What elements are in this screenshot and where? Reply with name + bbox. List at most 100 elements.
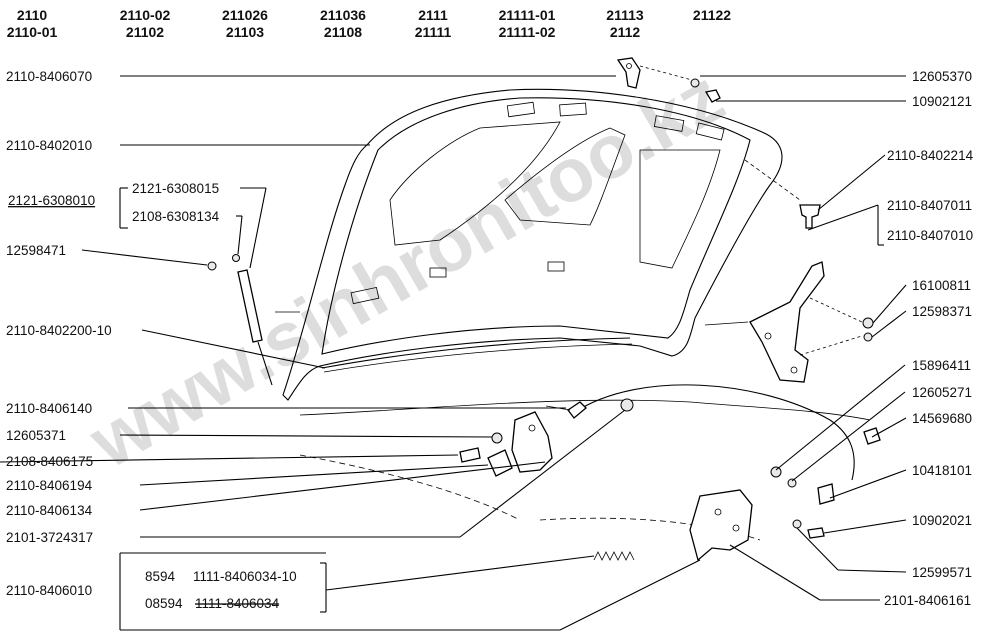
label-2121-6308010: 2121-6308010 [8, 193, 95, 208]
latch-group: 8594 1111-8406034-10 08594 1111-8406034 [145, 569, 297, 611]
model-6-line1: 21111-01 [499, 7, 556, 23]
release-cable [574, 384, 855, 481]
bracket-hole-2 [790, 366, 798, 374]
model-header: 2110 2110-01 2110-02 21102 211026 21103 … [7, 7, 732, 40]
arrow-nut-2 [799, 335, 863, 356]
label-10418101: 10418101 [912, 463, 972, 478]
cable-grommet-2101-3724317 [620, 398, 634, 412]
label-2110-8402200-10: 2110-8402200-10 [6, 323, 112, 338]
label-2108-6308134: 2108-6308134 [132, 209, 220, 224]
leader-2108-8406175 [0, 454, 459, 463]
label-12598471: 12598471 [6, 243, 66, 258]
label-2110-8402214: 2110-8402214 [887, 148, 974, 163]
bolt-10902021 [807, 527, 825, 539]
prop-rod-bracket [749, 261, 825, 383]
hinge-hole [626, 63, 632, 69]
label-10902121: 10902121 [912, 94, 972, 109]
rubber-bump-stop [799, 204, 821, 229]
pivot-bolt-2108-8406175 [459, 447, 481, 463]
release-handle [511, 411, 553, 473]
model-1-line1: 2110 [17, 7, 48, 23]
hood-vent-slot-2 [559, 102, 587, 117]
leader-12605371 [119, 434, 493, 438]
lock-bracket-10418101 [817, 483, 835, 505]
label-2110-8406134: 2110-8406134 [6, 503, 93, 518]
right-part-labels: 12605370 10902121 2110-8402214 2110-8407… [884, 69, 974, 608]
label-2108-8406175: 2108-8406175 [6, 454, 93, 469]
label-8594: 8594 [145, 569, 176, 584]
leader-strut-down [249, 187, 267, 269]
hood-vent-slot-7 [547, 261, 565, 272]
hood-vent-slot-1 [506, 101, 536, 118]
gas-strut [237, 269, 263, 343]
hood-vent-slot-4 [695, 122, 725, 141]
label-1111-8406034: 1111-8406034 [195, 596, 280, 611]
lock-hole-1 [714, 508, 722, 516]
label-1111-8406034-10: 1111-8406034-10 [193, 569, 297, 584]
label-2110-8406194: 2110-8406194 [6, 478, 93, 493]
hinge-dash [639, 65, 693, 81]
model-5-line1: 2111 [418, 7, 448, 23]
washer-12598471 [207, 261, 217, 271]
label-2110-8406010: 2110-8406010 [6, 583, 92, 598]
leader-lines [0, 75, 907, 631]
bolt-10902121 [704, 89, 721, 103]
gas-strut-group: 2121-6308015 2108-6308134 [132, 181, 220, 224]
leader-10418101 [829, 469, 907, 499]
handle-hole [528, 424, 536, 432]
model-5-line2: 21111 [415, 24, 452, 40]
model-2-line2: 21102 [126, 24, 164, 40]
model-4-line1: 211036 [320, 7, 366, 23]
label-2110-8406070: 2110-8406070 [6, 69, 92, 84]
label-2121-6308015: 2121-6308015 [132, 181, 219, 196]
label-2101-8406161: 2101-8406161 [884, 593, 971, 608]
label-12605371: 12605371 [6, 428, 66, 443]
left-part-labels: 2110-8406070 2110-8402010 2121-6308010 1… [6, 69, 112, 598]
leader-cable-grommet [459, 409, 626, 538]
hood-seal-inner [323, 343, 633, 373]
hood-inner-opening-center [504, 127, 626, 226]
handle-bracket [487, 449, 513, 477]
bracket-hole-1 [764, 332, 772, 340]
model-7-line1: 21113 [606, 7, 644, 23]
label-10902021: 10902021 [912, 513, 972, 528]
watermark-text: www.sinhronitoo.kz [75, 54, 738, 486]
label-2110-8406140: 2110-8406140 [6, 401, 92, 416]
hood-drawing [207, 57, 881, 562]
model-7-line2: 2112 [610, 24, 641, 40]
leader-15896411 [775, 364, 906, 471]
gas-strut-rod [257, 341, 273, 386]
leader-14569680 [871, 417, 907, 438]
label-12605271: 12605271 [912, 385, 972, 400]
model-8-line1: 21122 [693, 7, 731, 23]
leader-lock-assembly [559, 559, 701, 631]
lock-spring [593, 551, 635, 561]
leader-pin-down [237, 215, 243, 255]
label-15896411: 15896411 [912, 358, 971, 373]
arrow-bracket [704, 321, 749, 326]
nut-16100811 [862, 317, 874, 329]
cable-holder-14569680 [863, 427, 881, 445]
leader-16100811 [872, 284, 907, 324]
hood-vent-slot-6 [429, 267, 447, 278]
leader-10902021 [823, 519, 907, 534]
leader-12598371 [871, 310, 907, 338]
leader-12599571-b [837, 569, 907, 573]
washer-12599571 [792, 519, 802, 529]
label-12599571: 12599571 [912, 565, 972, 580]
model-6-line2: 21111-02 [499, 24, 556, 40]
hood-lock-assembly [689, 489, 753, 562]
leader-12599571-a [796, 527, 839, 571]
leader-2110-8406134 [139, 461, 546, 511]
cable-end-fitting [567, 401, 587, 419]
body-front-edge [299, 399, 871, 421]
hood-vent-slot-5 [350, 286, 380, 305]
strut-ball-pin [232, 254, 240, 262]
washer-12605371 [491, 432, 503, 444]
hood-inner-opening-left [389, 121, 561, 246]
label-12605370: 12605370 [912, 69, 972, 84]
washer-12598371 [863, 332, 873, 342]
hood-hinge [616, 57, 641, 89]
hood-outer-panel [282, 88, 783, 401]
lock-hole-2 [732, 524, 740, 532]
